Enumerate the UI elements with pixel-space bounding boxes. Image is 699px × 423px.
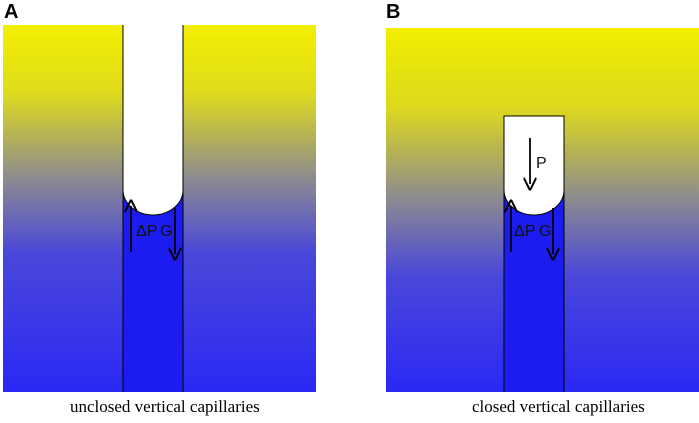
panel-b-pressure-label: ΔP [514,223,535,240]
panel-b-gravity-label: G [539,223,551,240]
panel-b: P ΔP G [386,28,699,392]
panel-b-air-pressure-label: P [536,155,547,172]
panel-b-caption: closed vertical capillaries [472,397,645,416]
panel-a-liquid-column [123,190,183,392]
panel-a-caption: unclosed vertical capillaries [70,397,260,416]
panel-a-capillary-air [123,25,183,215]
panel-a: ΔP G [3,25,316,392]
panel-a-gravity-label: G [160,223,172,240]
panel-a-pressure-label: ΔP [136,223,157,240]
panel-b-letter: B [386,1,401,23]
panel-a-letter: A [4,1,19,23]
panel-b-liquid-column [504,190,564,392]
panel-b-capillary-air [503,115,565,216]
